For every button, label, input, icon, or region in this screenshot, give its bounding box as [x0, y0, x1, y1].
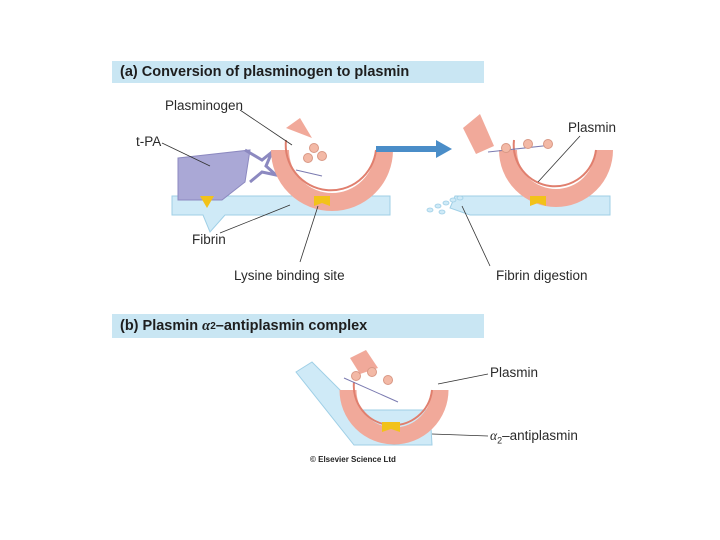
fibrin-fragments: [426, 195, 464, 215]
tpa-molecule: [177, 148, 282, 201]
label-fibrin-digestion: Fibrin digestion: [496, 268, 588, 283]
panel-a-title-text: (a) Conversion of plasminogen to plasmin: [120, 64, 410, 80]
label-plasminogen: Plasminogen: [165, 98, 244, 113]
label-plasmin-a: Plasmin: [568, 120, 617, 135]
panel-a-title: (a) Conversion of plasminogen to plasmin: [112, 61, 484, 83]
panel-b-title-prefix: (b) Plasmin: [120, 318, 199, 334]
plasmin-ring-a: [463, 114, 613, 207]
panel-b-title-suffix: –antiplasmin complex: [215, 318, 368, 334]
leader-lines-b: [431, 373, 489, 437]
lysine-binding-site-left: [314, 196, 330, 206]
tpa-binding-site: [200, 196, 214, 208]
label-antiplasmin-sub: 2: [497, 435, 503, 446]
label-antiplasmin-alpha: α: [490, 428, 498, 443]
label-lysine-binding-site: Lysine binding site: [234, 268, 345, 283]
panel-b-title-alpha: α: [202, 317, 211, 334]
label-antiplasmin-suffix: –antiplasmin: [502, 428, 578, 443]
label-fibrin: Fibrin: [192, 232, 226, 247]
panel-b-title-subscript: 2: [210, 320, 216, 332]
plasminogen-ring: [271, 118, 393, 211]
lysine-binding-site-right: [530, 196, 546, 206]
conversion-arrow: [376, 140, 452, 158]
plasmin-beads-a: [487, 139, 553, 153]
copyright-notice: © Elsevier Science Ltd: [310, 455, 396, 464]
label-plasmin-b: Plasmin: [490, 365, 539, 380]
leader-lines-a: [161, 109, 581, 267]
lysine-binding-site-b: [382, 422, 400, 432]
label-tpa: t-PA: [136, 134, 162, 149]
label-antiplasmin: α2–antiplasmin: [490, 428, 578, 446]
plasmin-beads-b: [343, 367, 399, 403]
plasminogen-beads: [295, 143, 327, 177]
